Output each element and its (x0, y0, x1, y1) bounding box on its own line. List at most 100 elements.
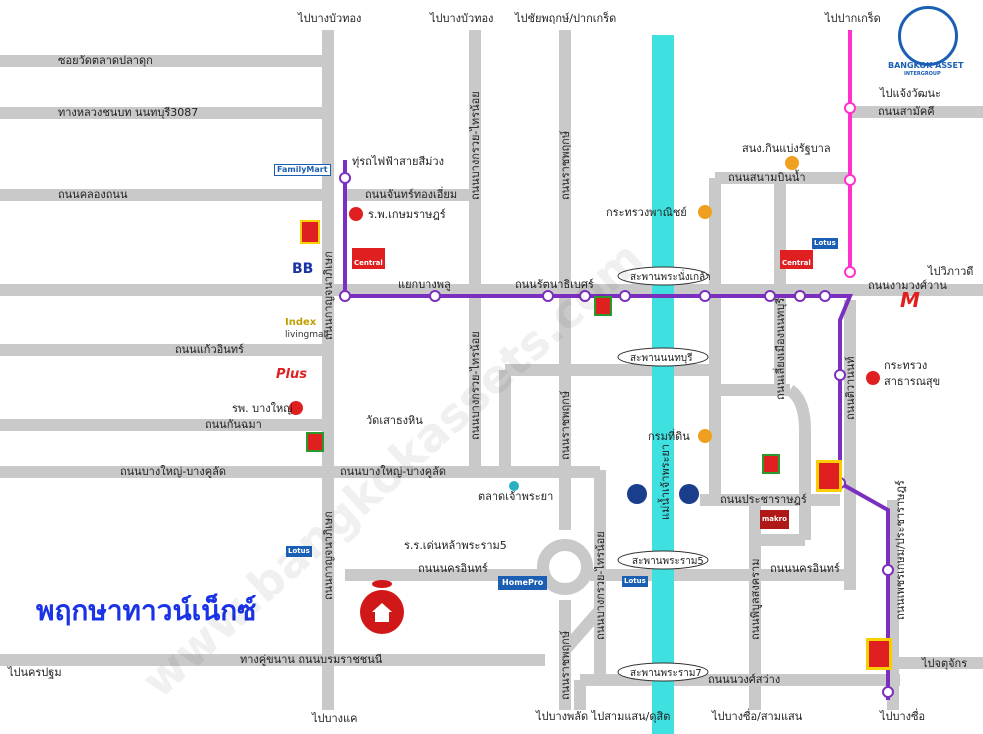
livingmall-logo: livingmall (285, 330, 329, 340)
road-label-ratchaphruek-mid: ถนนราชพฤกษ์ (559, 391, 572, 460)
seven-eleven-icon (306, 432, 324, 452)
road-label-ngamwongwan: ถนนงามวงศ์วาน (868, 279, 947, 292)
seven-eleven-icon (762, 454, 780, 474)
lotus-logo-3: Lotus (812, 238, 838, 249)
poi-label-commerce: กระทรวงพาณิชย์ (606, 206, 687, 219)
road-label-phibun: ถนนพิบูลสงคราม (749, 559, 762, 640)
road-label-kaew-in: ถนนแก้วอินทร์ (175, 343, 244, 356)
road-diag-1 (560, 606, 605, 654)
road-label-chan-thong-iam: ถนนจันทร์ทองเอี่ยม (365, 186, 457, 201)
bridge-nonthaburi (617, 347, 709, 367)
bridge-phra-nang-klao (617, 266, 709, 286)
pier-icon (627, 484, 647, 504)
poi-label-public-health-1: กระทรวง (884, 359, 927, 372)
station-purple (819, 290, 831, 302)
hospital-icon (349, 207, 363, 221)
dir-bangsue: ไปบางซื่อ (879, 708, 925, 723)
road-label-pracharat: ถนนประชาราษฎร์ (720, 493, 807, 506)
makro-logo: makro (760, 510, 789, 529)
station-purple (542, 290, 554, 302)
road-label-kanchanaphisek-2: ถนนกาญจนาภิเษก (322, 511, 335, 600)
station-purple (699, 290, 711, 302)
station-purple (882, 564, 894, 576)
poi-label-land-dept: กรมที่ดิน (648, 428, 690, 443)
bridge-rama5 (617, 550, 709, 570)
station-purple (339, 290, 351, 302)
dir-nakhonpathom: ไปนครปฐม (7, 666, 62, 679)
poi-label-wat-salaodin: วัดเสาธงหิน (366, 414, 423, 427)
bridge-label-phra-nang-klao: สะพานพระนั่งเกล้า (630, 269, 711, 283)
hospital-icon (866, 371, 880, 385)
chao-phraya-river (652, 35, 674, 734)
road-label-ratthanathibet: ถนนรัตนาธิเบศร์ (515, 278, 594, 291)
seven-eleven-icon (300, 220, 320, 244)
dir-bangkhae: ไปบางแค (311, 712, 358, 725)
river-label: แม่น้ำเจ้าพระยา (657, 444, 672, 520)
bridge-label-rama7: สะพานพระราม7 (630, 668, 702, 679)
poi-label-public-health-2: สาธารณสุข (884, 375, 940, 388)
lotus-logo: Lotus (286, 546, 312, 557)
road-label-khlong-thanon: ถนนคลองถนน (58, 188, 128, 201)
dir-chaengwattana: ไปแจ้งวัฒนะ (879, 87, 941, 100)
road-label-bangkruai-top: ถนนบางกรวย-ไทรน้อย (469, 91, 482, 200)
plus-logo: Plus (276, 367, 307, 382)
bb-logo: BB (292, 261, 314, 277)
dir-bangsue-samsen: ไปบางซื่อ/สามแสน (711, 708, 803, 723)
roundabout (537, 539, 593, 595)
bridge-label-rama5: สะพานพระราม5 (632, 556, 704, 567)
bridges-layer (617, 266, 709, 682)
road-label-kuchanan: ทางคู่ขนาน ถนนบรมราชชนนี (240, 653, 383, 666)
seven-eleven-icon (594, 296, 612, 316)
poi-label-bangyai-hospital: รพ. บางใหญ่ (232, 402, 293, 415)
dir-chatuchak: ไปจตุจักร (921, 657, 967, 670)
road-label-bangkruai-bottom: ถนนบางกรวย-ไทรน้อย (594, 531, 607, 640)
road-label-soi-wat-talad: ซอยวัดตลาดปลาดุก (58, 54, 153, 67)
road-label-bangyai-mid: ถนนบางใหญ่-บางคูลัด (340, 465, 446, 478)
lotus-logo-2: Lotus (622, 576, 648, 587)
familymart-logo: FamilyMart (274, 164, 331, 176)
dir-vibhavadi: ไปวิภาวดี (927, 265, 973, 278)
station-purple (882, 686, 894, 698)
big-c-icon (866, 638, 892, 670)
dir-bangphlat: ไปบางพลัด ไปสามแสน/ดุสิต (535, 710, 670, 723)
brand-sub: INTERGROUP (904, 71, 941, 77)
homepro-logo: HomePro (498, 576, 548, 590)
station-purple (619, 290, 631, 302)
station-pink (844, 266, 856, 278)
brand-name: BANGKOK ASSET (888, 61, 964, 70)
road-label-yaek-bang-phlu: แยกบางพลู (398, 278, 451, 291)
road-label-kanchanaphisek: ถนนกาญจนาภิเษก (322, 251, 335, 340)
dir-bangbuathong-1: ไปบางบัวทอง (297, 12, 361, 25)
poi-label-school: ร.ร.เด่นหล้าพระราม5 (404, 539, 507, 552)
road-label-sanambinnam: ถนนสนามบินน้ำ (728, 169, 806, 184)
hospital-icon (289, 401, 303, 415)
road-label-bangkruai-mid: ถนนบางกรวย-ไทรน้อย (469, 331, 482, 440)
road-label-samakkhi: ถนนสามัคคี (878, 105, 935, 118)
dir-pakkret: ไปปากเกร็ด (824, 11, 881, 25)
poi-marker-orange (698, 429, 712, 443)
road-label-highway-3087: ทางหลวงชนบท นนทบุรี3087 (58, 106, 198, 119)
poi-marker-orange (698, 205, 712, 219)
poi-label-purple-line: ทุ่รถไฟฟ้าสายสีม่วง (352, 155, 444, 168)
project-title: พฤกษาทาวน์เน็กซ์ (36, 593, 256, 627)
dir-chaiyaphruek: ไปชัยพฤกษ์/ปากเกร็ด (514, 11, 616, 25)
road-label-ratchaphruek-bottom: ถนนราชพฤกษ์ (559, 631, 572, 700)
road-label-bangyai-left: ถนนบางใหญ่-บางคูลัด (120, 465, 226, 478)
station-purple (429, 290, 441, 302)
roads-layer (0, 30, 983, 710)
station-purple (579, 290, 591, 302)
mall-logo: M (900, 288, 920, 312)
road-label-tiwanon: ถนนติวานนท์ (844, 357, 857, 421)
station-purple (834, 369, 846, 381)
dir-bangbuathong-2: ไปบางบัวทอง (429, 12, 493, 25)
station-pink (844, 174, 856, 186)
index-logo: Index (285, 317, 317, 328)
central-logo: Central (352, 248, 385, 269)
big-c-icon (816, 460, 842, 492)
brand-logo-icon (898, 6, 958, 66)
road-label-nakhon-in-right: ถนนนครอินทร์ (770, 562, 840, 575)
road-curve (786, 385, 811, 540)
station-purple (794, 290, 806, 302)
